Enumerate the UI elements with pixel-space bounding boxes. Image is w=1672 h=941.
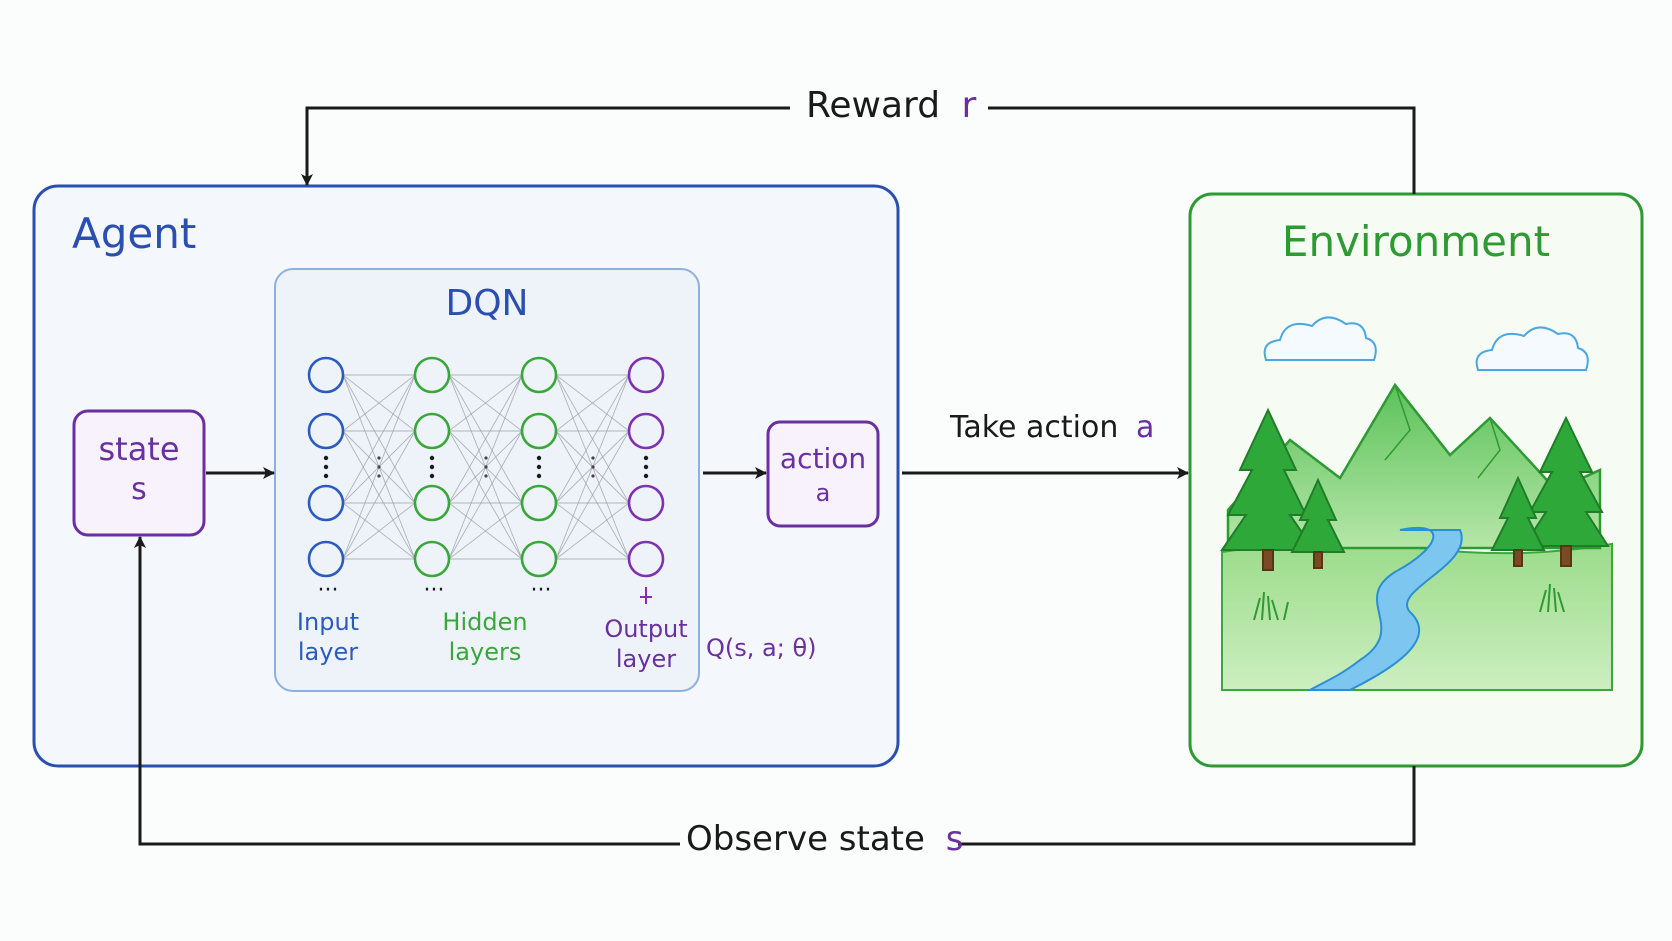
observe-state-label: Observe state s (686, 822, 963, 856)
state-label-line2: s (131, 472, 147, 507)
reward-line-left (301, 106, 790, 186)
network-nodes (307, 356, 665, 578)
output-node (627, 484, 665, 522)
network-edge (448, 502, 523, 560)
observe-text: Observe state (686, 819, 925, 859)
ellipsis-dot (484, 474, 488, 478)
hidden-node (413, 356, 451, 394)
hidden-node (520, 484, 558, 522)
ellipsis-dot (643, 464, 649, 470)
output-layer-line2: layer (615, 645, 677, 673)
network-edge (342, 502, 416, 560)
network-edge (448, 430, 523, 560)
input-node (307, 540, 345, 578)
hidden-layers-label: Hidden layers (430, 610, 540, 664)
input-layer-label: Input layer (283, 610, 373, 664)
take-action-label: Take action a (950, 413, 1154, 443)
observe-line-left (134, 536, 680, 846)
output-node (627, 540, 665, 578)
network-edge (342, 374, 416, 432)
ellipsis-dot (536, 455, 542, 461)
ellipsis-dot (643, 455, 649, 461)
observe-var: s (945, 819, 964, 859)
ellipsis-dot (429, 473, 435, 479)
input-layer-line1: Input (296, 608, 360, 636)
ellipsis-dot (429, 464, 435, 470)
q-function-label: Q(s, a; θ) (706, 634, 817, 662)
cloud-icon (1263, 316, 1377, 361)
ellipsis-dot (643, 473, 649, 479)
take-action-text: Take action (950, 410, 1119, 445)
state-box (72, 409, 206, 537)
input-layer-line2: layer (297, 638, 359, 666)
ellipsis-dot (591, 456, 595, 460)
hidden1-ellipsis: ··· (423, 578, 445, 603)
network-edge (448, 374, 523, 432)
observe-line-right (958, 766, 1416, 846)
action-label-line1: action (779, 442, 867, 475)
reward-var: r (961, 85, 977, 126)
environment-title: Environment (1281, 217, 1551, 266)
input-node (307, 484, 345, 522)
ellipsis-dot (536, 473, 542, 479)
ellipsis-dot (484, 456, 488, 460)
dqn-box (274, 268, 700, 692)
action-label-line2: a (815, 479, 831, 507)
network-edge (342, 430, 416, 560)
ellipsis-dot (591, 465, 595, 469)
ellipsis-dot (323, 455, 329, 461)
ellipsis-dot (377, 474, 381, 478)
ellipsis-dot (536, 464, 542, 470)
hidden-node (520, 412, 558, 450)
ellipsis-dot (323, 464, 329, 470)
reward-line-right (988, 106, 1416, 194)
cloud-icon (1475, 326, 1589, 371)
reward-label: Reward r (806, 88, 976, 124)
hidden-layers-line2: layers (448, 638, 522, 666)
reward-text: Reward (806, 85, 941, 126)
action-label: action a (768, 442, 878, 507)
hidden-node (413, 412, 451, 450)
input-node (307, 412, 345, 450)
input-ellipsis: ··· (317, 578, 339, 603)
network-edge (555, 502, 630, 560)
hidden-node (413, 540, 451, 578)
take-action-var: a (1135, 410, 1155, 445)
action-box (766, 420, 880, 528)
ellipsis-dot (377, 465, 381, 469)
input-node (307, 356, 345, 394)
hidden-node (413, 484, 451, 522)
output-layer-label: Output layer (596, 617, 696, 671)
layer-ellipsis-dots (323, 455, 649, 479)
network-edge (555, 430, 630, 560)
network-edge (555, 374, 630, 504)
network-edge (555, 374, 630, 432)
output-node (627, 412, 665, 450)
ellipsis-dot (377, 456, 381, 460)
dqn-title: DQN (445, 283, 529, 324)
output-node (627, 356, 665, 394)
state-label-line1: state (98, 430, 180, 468)
agent-title: Agent (72, 209, 197, 258)
landscape-icon (1220, 316, 1613, 691)
ellipsis-dot (429, 455, 435, 461)
ellipsis-dot (484, 465, 488, 469)
ellipsis-dot (591, 474, 595, 478)
ellipsis-dot (323, 473, 329, 479)
hidden-node (520, 540, 558, 578)
hidden2-ellipsis: ··· (530, 578, 552, 603)
network-edge (342, 374, 416, 504)
state-label: state s (74, 433, 204, 505)
output-layer-line1: Output (604, 615, 688, 643)
network-edge (448, 374, 523, 504)
hidden-node (520, 356, 558, 394)
hidden-layers-line1: Hidden (442, 608, 528, 636)
